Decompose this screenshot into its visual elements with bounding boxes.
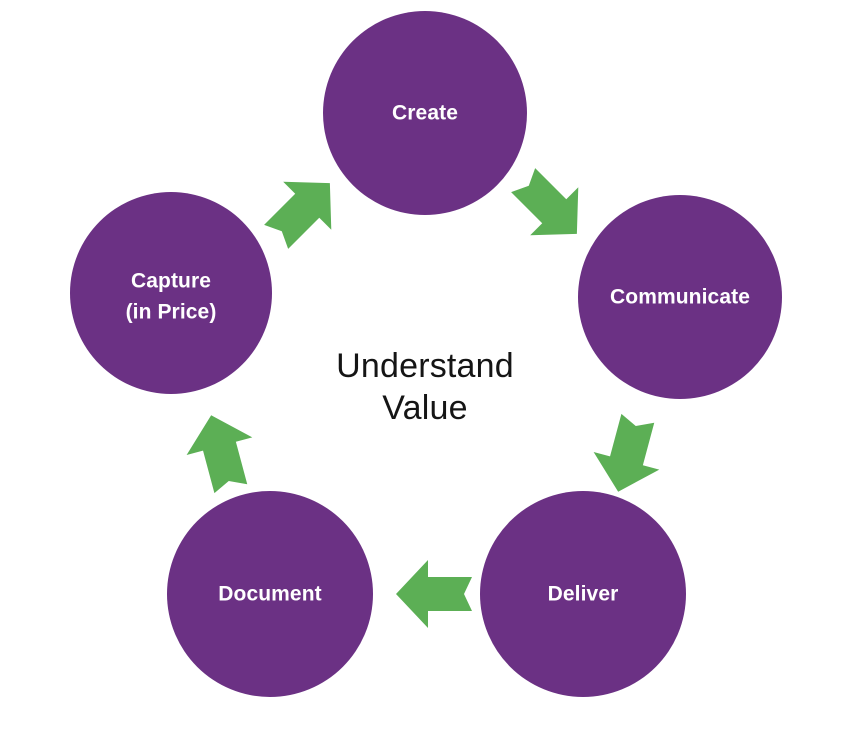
node-create-circle xyxy=(323,11,527,215)
node-create-label: Create xyxy=(392,102,458,125)
node-capture-label-line1: Capture xyxy=(131,270,211,293)
node-document-circle xyxy=(167,491,373,697)
node-group: Create Communicate Deliver Document Capt… xyxy=(70,11,782,697)
node-communicate-circle xyxy=(578,195,782,399)
center-label-line1: Understand xyxy=(336,347,514,385)
node-communicate-label: Communicate xyxy=(610,286,750,309)
arrow-down-icon xyxy=(593,413,660,492)
node-communicate[interactable]: Communicate xyxy=(578,195,782,399)
arrow-communicate-to-deliver[interactable] xyxy=(585,409,670,500)
arrow-document-to-capture[interactable] xyxy=(178,406,263,497)
center-label-line2: Value xyxy=(382,389,467,427)
node-capture-label-line2: (in Price) xyxy=(126,301,217,324)
arrow-up-right-icon xyxy=(264,181,332,249)
arrow-deliver-to-document[interactable] xyxy=(396,560,472,628)
arrow-up-left-icon xyxy=(186,415,253,494)
center-text-group: Understand Value xyxy=(336,347,514,427)
node-capture[interactable]: Capture (in Price) xyxy=(70,192,272,394)
arrow-down-right-icon xyxy=(511,168,579,236)
arrow-group xyxy=(178,156,670,628)
node-deliver[interactable]: Deliver xyxy=(480,491,686,697)
node-capture-circle xyxy=(70,192,272,394)
node-document[interactable]: Document xyxy=(167,491,373,697)
node-deliver-circle xyxy=(480,491,686,697)
node-deliver-label: Deliver xyxy=(548,583,619,606)
node-create[interactable]: Create xyxy=(323,11,527,215)
node-document-label: Document xyxy=(218,583,321,606)
arrow-left-icon xyxy=(396,560,472,628)
arrow-capture-to-create[interactable] xyxy=(252,159,354,261)
arrow-create-to-communicate[interactable] xyxy=(499,156,601,258)
